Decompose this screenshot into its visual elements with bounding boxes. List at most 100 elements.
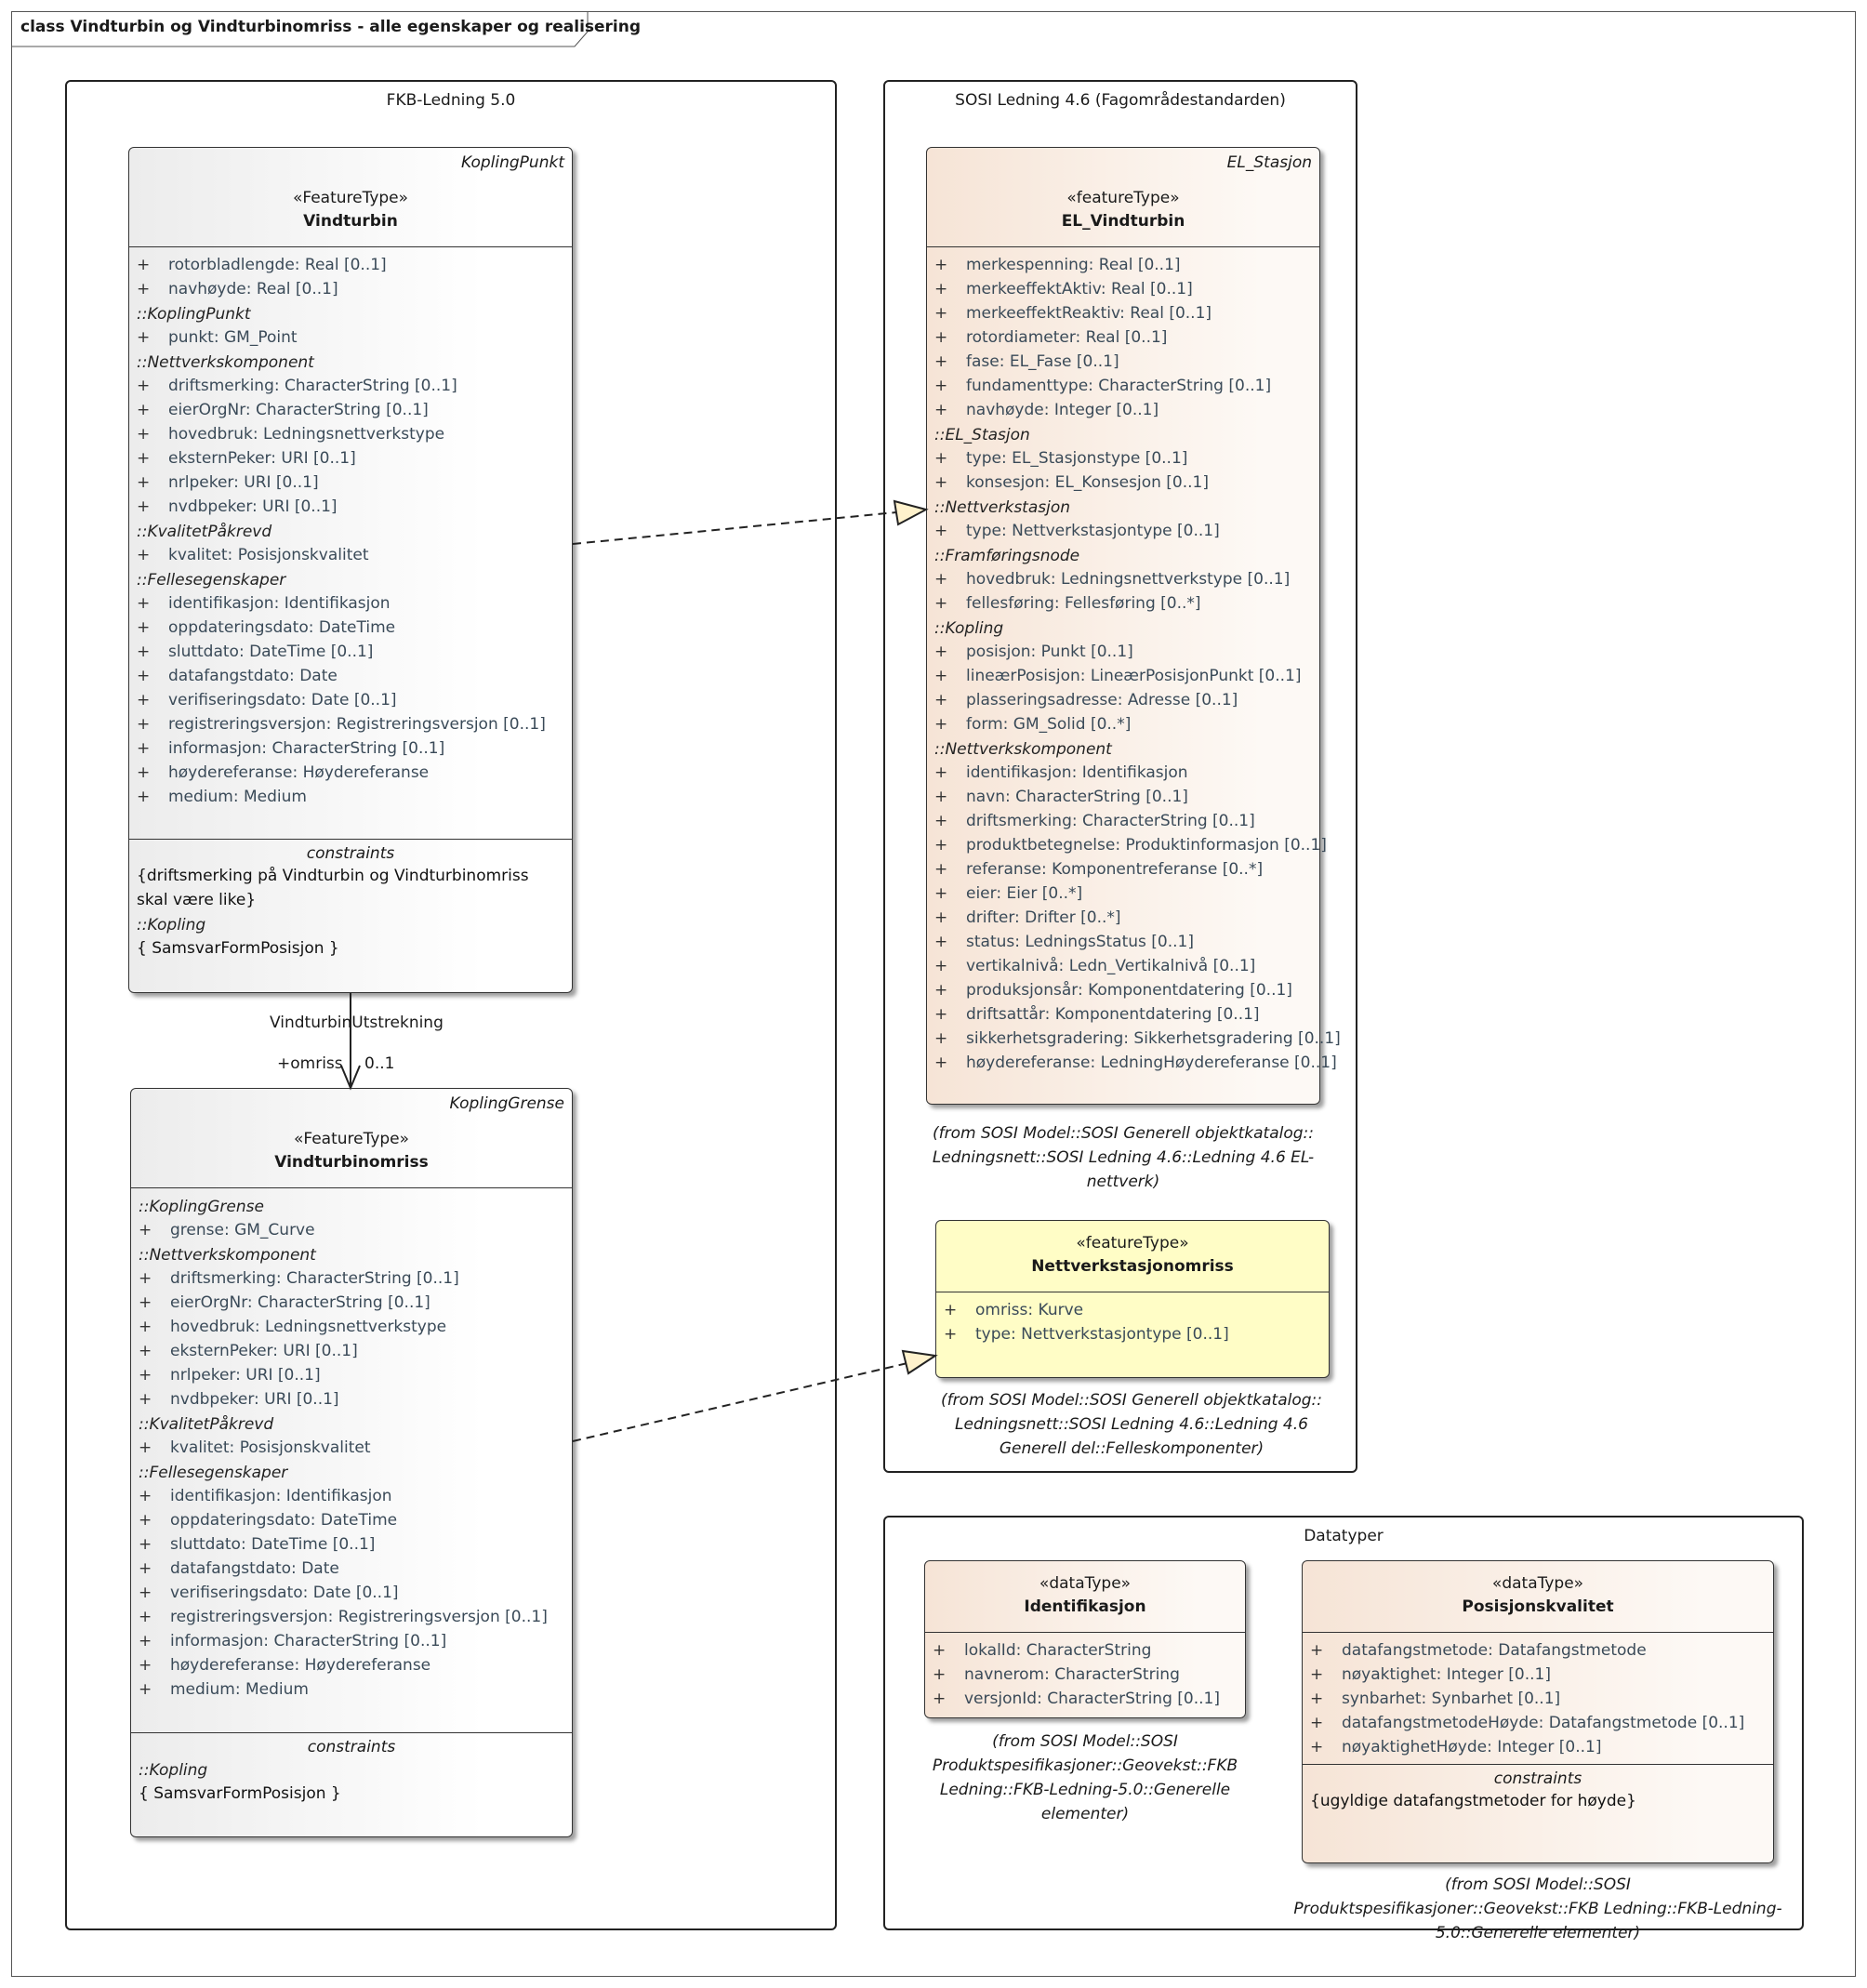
public-visibility-marker: + — [1310, 1690, 1324, 1708]
attribute-row[interactable]: +verifiseringsdato: Date [0..1] — [137, 688, 564, 712]
attribute-text: rotorbladlengde: Real [0..1] — [168, 256, 387, 274]
attribute-row[interactable]: +type: Nettverkstasjontype [0..1] — [934, 519, 1312, 543]
attribute-row[interactable]: +driftsmerking: CharacterString [0..1] — [137, 374, 564, 398]
attribute-row[interactable]: +lokalId: CharacterString — [933, 1638, 1238, 1663]
public-visibility-marker: + — [139, 1487, 152, 1505]
attribute-row[interactable]: +merkespenning: Real [0..1] — [934, 253, 1312, 277]
attribute-row[interactable]: +eksternPeker: URI [0..1] — [137, 446, 564, 470]
attribute-row[interactable]: +rotorbladlengde: Real [0..1] — [137, 253, 564, 277]
attribute-row[interactable]: +eierOrgNr: CharacterString [0..1] — [139, 1291, 564, 1315]
class-name: Vindturbinomriss — [274, 1153, 429, 1172]
attribute-row[interactable]: +registreringsversjon: Registreringsvers… — [139, 1605, 564, 1629]
attribute-row[interactable]: +synbarhet: Synbarhet [0..1] — [1310, 1687, 1766, 1711]
public-visibility-marker: + — [934, 1005, 948, 1024]
class-posisjonskvalitet[interactable]: «dataType» Posisjonskvalitet +datafangst… — [1302, 1560, 1774, 1863]
attribute-text: oppdateringsdato: DateTime — [168, 618, 396, 637]
attribute-row[interactable]: +nrlpeker: URI [0..1] — [137, 470, 564, 495]
attribute-row[interactable]: +identifikasjon: Identifikasjon — [137, 591, 564, 616]
attribute-text: nøyaktighetHøyde: Integer [0..1] — [1342, 1738, 1602, 1756]
attribute-row[interactable]: +informasjon: CharacterString [0..1] — [139, 1629, 564, 1653]
attribute-row[interactable]: +identifikasjon: Identifikasjon — [139, 1484, 564, 1508]
public-visibility-marker: + — [934, 667, 948, 685]
attribute-row[interactable]: +konsesjon: EL_Konsesjon [0..1] — [934, 470, 1312, 495]
attribute-row[interactable]: +plasseringsadresse: Adresse [0..1] — [934, 688, 1312, 712]
attribute-row[interactable]: +driftsmerking: CharacterString [0..1] — [139, 1266, 564, 1291]
attribute-row[interactable]: +hovedbruk: Ledningsnettverkstype — [139, 1315, 564, 1339]
attribute-row[interactable]: +nvdbpeker: URI [0..1] — [139, 1387, 564, 1411]
attribute-row[interactable]: +datafangstmetode: Datafangstmetode — [1310, 1638, 1766, 1663]
attribute-row[interactable]: +punkt: GM_Point — [137, 325, 564, 350]
attribute-row[interactable]: +fundamenttype: CharacterString [0..1] — [934, 374, 1312, 398]
attribute-row[interactable]: +datafangstdato: Date — [137, 664, 564, 688]
attribute-row[interactable]: +oppdateringsdato: DateTime — [137, 616, 564, 640]
attribute-row[interactable]: +navnerom: CharacterString — [933, 1663, 1238, 1687]
public-visibility-marker: + — [934, 981, 948, 1000]
attribute-row[interactable]: +oppdateringsdato: DateTime — [139, 1508, 564, 1532]
attribute-row[interactable]: +nvdbpeker: URI [0..1] — [137, 495, 564, 519]
attribute-row[interactable]: +kvalitet: Posisjonskvalitet — [139, 1436, 564, 1460]
attribute-row[interactable]: +eierOrgNr: CharacterString [0..1] — [137, 398, 564, 422]
attribute-row[interactable]: +eier: Eier [0..*] — [934, 881, 1312, 906]
attribute-row[interactable]: +form: GM_Solid [0..*] — [934, 712, 1312, 736]
attribute-row[interactable]: +merkeeffektReaktiv: Real [0..1] — [934, 301, 1312, 325]
attribute-row[interactable]: +grense: GM_Curve — [139, 1218, 564, 1242]
class-vindturbin[interactable]: KoplingPunkt «FeatureType» Vindturbin +r… — [128, 147, 573, 993]
class-el-vindturbin[interactable]: EL_Stasjon «featureType» EL_Vindturbin +… — [926, 147, 1341, 1105]
attribute-row[interactable]: +medium: Medium — [137, 785, 564, 809]
attribute-row[interactable]: +sluttdato: DateTime [0..1] — [139, 1532, 564, 1557]
attribute-row[interactable]: +informasjon: CharacterString [0..1] — [137, 736, 564, 761]
attribute-row[interactable]: +høydereferanse: Høydereferanse — [139, 1653, 564, 1677]
attribute-row[interactable]: +høydereferanse: LedningHøydereferanse [… — [934, 1051, 1337, 1075]
attribute-row[interactable]: +navn: CharacterString [0..1] — [934, 785, 1312, 809]
attribute-row[interactable]: +sluttdato: DateTime [0..1] — [137, 640, 564, 664]
attribute-row[interactable]: +registreringsversjon: Registreringsvers… — [137, 712, 564, 736]
attribute-row[interactable]: +type: Nettverkstasjontype [0..1] — [944, 1322, 1321, 1346]
attribute-row[interactable]: +status: LedningsStatus [0..1] — [934, 930, 1312, 954]
class-identifikasjon[interactable]: «dataType» Identifikasjon +lokalId: Char… — [924, 1560, 1246, 1718]
attribute-row[interactable]: +identifikasjon: Identifikasjon — [934, 761, 1312, 785]
class-vindturbinomriss[interactable]: KoplingGrense «FeatureType» Vindturbinom… — [130, 1088, 573, 1837]
attribute-row[interactable]: +nøyaktighet: Integer [0..1] — [1310, 1663, 1766, 1687]
attribute-row[interactable]: +merkeeffektAktiv: Real [0..1] — [934, 277, 1312, 301]
class-name: Nettverkstasjonomriss — [1031, 1257, 1234, 1276]
attribute-row[interactable]: +lineærPosisjon: LineærPosisjonPunkt [0.… — [934, 664, 1312, 688]
attribute-row[interactable]: +versjonId: CharacterString [0..1] — [933, 1687, 1238, 1711]
attribute-row[interactable]: +datafangstdato: Date — [139, 1557, 564, 1581]
attribute-text: driftsmerking: CharacterString [0..1] — [966, 812, 1255, 830]
attribute-text: fundamenttype: CharacterString [0..1] — [966, 377, 1272, 395]
attribute-row[interactable]: +navhøyde: Integer [0..1] — [934, 398, 1312, 422]
attribute-text: navhøyde: Integer [0..1] — [966, 401, 1159, 419]
attribute-text: type: Nettverkstasjontype [0..1] — [975, 1325, 1229, 1344]
attribute-row[interactable]: +vertikalnivå: Ledn_Vertikalnivå [0..1] — [934, 954, 1312, 978]
attribute-row[interactable]: +hovedbruk: Ledningsnettverkstype [0..1] — [934, 567, 1312, 591]
attribute-row[interactable]: +nrlpeker: URI [0..1] — [139, 1363, 564, 1387]
attribute-row[interactable]: +driftsattår: Komponentdatering [0..1] — [934, 1002, 1312, 1027]
attribute-row[interactable]: +driftsmerking: CharacterString [0..1] — [934, 809, 1312, 833]
attribute-row[interactable]: +sikkerhetsgradering: Sikkerhetsgraderin… — [934, 1027, 1341, 1051]
attribute-row[interactable]: +verifiseringsdato: Date [0..1] — [139, 1581, 564, 1605]
attribute-row[interactable]: +eksternPeker: URI [0..1] — [139, 1339, 564, 1363]
attribute-text: medium: Medium — [170, 1680, 309, 1699]
attribute-row[interactable]: +fase: EL_Fase [0..1] — [934, 350, 1312, 374]
attribute-text: høydereferanse: LedningHøydereferanse [0… — [966, 1054, 1337, 1072]
attribute-row[interactable]: +referanse: Komponentreferanse [0..*] — [934, 857, 1312, 881]
attribute-row[interactable]: +høydereferanse: Høydereferanse — [137, 761, 564, 785]
attribute-row[interactable]: +produksjonsår: Komponentdatering [0..1] — [934, 978, 1312, 1002]
attribute-row[interactable]: +fellesføring: Fellesføring [0..*] — [934, 591, 1312, 616]
attribute-row[interactable]: +kvalitet: Posisjonskvalitet — [137, 543, 564, 567]
attribute-row[interactable]: +drifter: Drifter [0..*] — [934, 906, 1312, 930]
attribute-row[interactable]: +produktbetegnelse: Produktinformasjon [… — [934, 833, 1327, 857]
attribute-text: identifikasjon: Identifikasjon — [966, 763, 1188, 782]
attribute-row[interactable]: +type: EL_Stasjonstype [0..1] — [934, 446, 1312, 470]
attribute-row[interactable]: +navhøyde: Real [0..1] — [137, 277, 564, 301]
attribute-row[interactable]: +medium: Medium — [139, 1677, 564, 1702]
attribute-text: drifter: Drifter [0..*] — [966, 908, 1121, 927]
attribute-row[interactable]: +rotordiameter: Real [0..1] — [934, 325, 1312, 350]
attribute-row[interactable]: +nøyaktighetHøyde: Integer [0..1] — [1310, 1735, 1766, 1759]
attribute-group-header: ::Framføringsnode — [934, 547, 1080, 565]
attribute-row[interactable]: +datafangstmetodeHøyde: Datafangstmetode… — [1310, 1711, 1766, 1735]
attribute-row[interactable]: +posisjon: Punkt [0..1] — [934, 640, 1312, 664]
attribute-row[interactable]: +hovedbruk: Ledningsnettverkstype — [137, 422, 564, 446]
class-nettverkstasjonomriss[interactable]: «featureType» Nettverkstasjonomriss +omr… — [935, 1220, 1330, 1378]
attribute-row[interactable]: +omriss: Kurve — [944, 1298, 1321, 1322]
